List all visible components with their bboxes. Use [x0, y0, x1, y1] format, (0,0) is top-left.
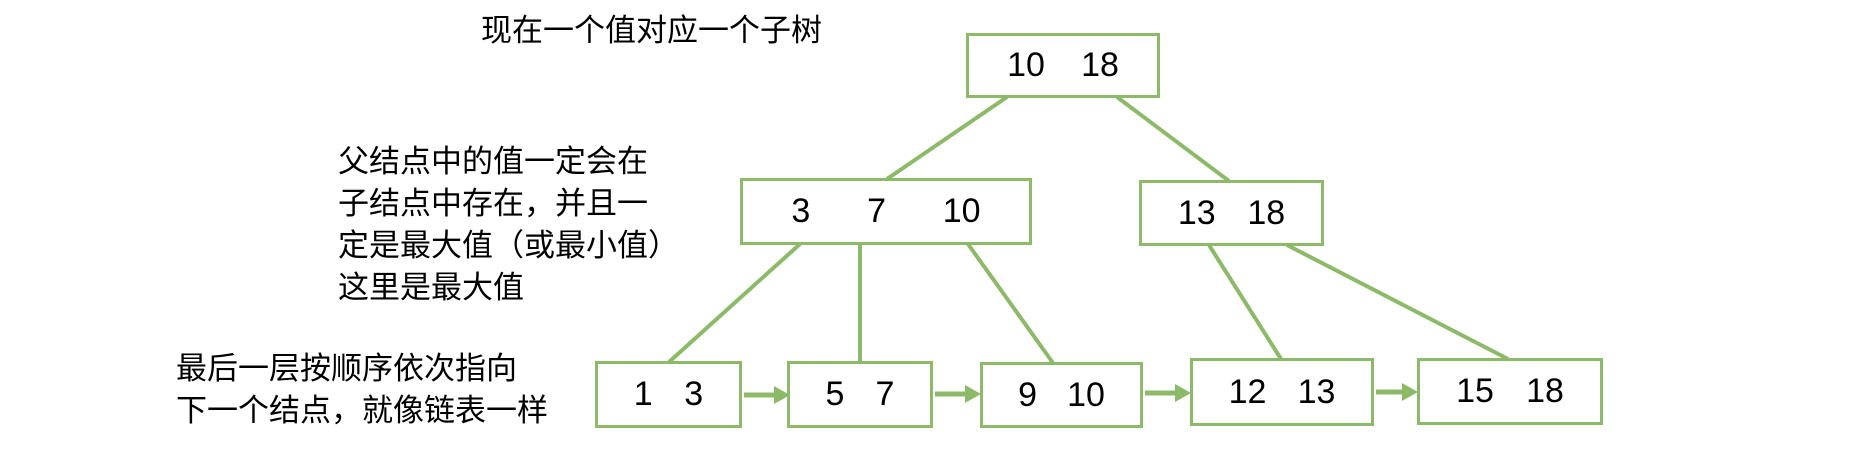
leaf-chain-line-2: 下一个结点，就像链表一样 — [176, 393, 548, 428]
leaf-link-arrow-4 — [1376, 383, 1418, 401]
node-value: 13 — [1297, 372, 1336, 411]
edge-right-internal-to-leaf4 — [1207, 243, 1283, 361]
leaf-node-3: 9 10 — [980, 362, 1143, 428]
leaf-chain-line-1: 最后一层按顺序依次指向 — [176, 351, 517, 386]
parent-rule-line-2: 子结点中存在，并且一 — [338, 186, 648, 221]
edge-right-internal-to-leaf5 — [1286, 243, 1509, 361]
node-value: 5 — [825, 375, 845, 413]
parent-rule-annotation: 父结点中的值一定会在 子结点中存在，并且一 定是最大值（或最小值） 这里是最大值 — [338, 141, 679, 309]
node-value: 10 — [942, 192, 981, 230]
edge-left-internal-to-leaf1 — [667, 242, 802, 364]
top-annotation-line: 现在一个值对应一个子树 — [481, 13, 822, 48]
leaf-node-1: 1 3 — [595, 361, 742, 428]
internal-node-right: 13 18 — [1139, 180, 1324, 246]
node-value: 10 — [1067, 375, 1105, 414]
parent-rule-line-4: 这里是最大值 — [338, 270, 524, 305]
node-value: 7 — [867, 192, 886, 230]
node-value: 9 — [1018, 375, 1037, 414]
node-value: 3 — [791, 192, 811, 230]
edge-root-to-left-internal — [885, 95, 1009, 181]
top-annotation: 现在一个值对应一个子树 — [481, 10, 822, 52]
parent-rule-line-3: 定是最大值（或最小值） — [338, 228, 679, 263]
edge-root-to-right-internal — [1115, 95, 1231, 183]
node-value: 3 — [684, 375, 704, 413]
parent-rule-line-1: 父结点中的值一定会在 — [338, 144, 648, 179]
node-value: 7 — [875, 375, 895, 413]
leaf-link-arrow-1 — [744, 386, 790, 404]
leaf-chain-annotation: 最后一层按顺序依次指向 下一个结点，就像链表一样 — [176, 348, 548, 432]
leaf-link-arrow-3 — [1145, 384, 1191, 402]
node-value: 18 — [1526, 372, 1564, 410]
leaf-node-2: 5 7 — [787, 361, 933, 428]
node-value: 1 — [633, 375, 653, 413]
node-value: 10 — [1007, 46, 1045, 84]
leaf-node-5: 15 18 — [1417, 358, 1603, 425]
edge-left-internal-to-leaf3 — [966, 242, 1055, 365]
node-value: 12 — [1228, 372, 1267, 411]
root-node: 10 18 — [966, 33, 1160, 98]
node-value: 15 — [1456, 372, 1494, 410]
node-value: 13 — [1177, 193, 1216, 232]
leaf-link-arrow-2 — [935, 385, 981, 403]
leaf-node-4: 12 13 — [1190, 358, 1374, 426]
node-value: 18 — [1247, 193, 1286, 232]
node-value: 18 — [1081, 46, 1119, 84]
internal-node-left: 3 7 10 — [740, 178, 1032, 245]
